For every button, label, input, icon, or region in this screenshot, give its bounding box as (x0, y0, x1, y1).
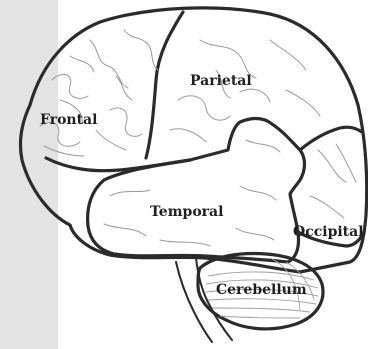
label-cerebellum: Cerebellum (216, 282, 307, 298)
label-temporal: Temporal (150, 204, 223, 220)
label-occipital: Occipital (293, 224, 364, 240)
parieto-occipital-boundary (300, 127, 362, 150)
brain-stem (176, 262, 212, 342)
central-sulcus (146, 12, 183, 158)
label-frontal: Frontal (40, 112, 97, 128)
label-parietal: Parietal (190, 73, 252, 89)
temporal-lobe-outline (88, 119, 305, 263)
